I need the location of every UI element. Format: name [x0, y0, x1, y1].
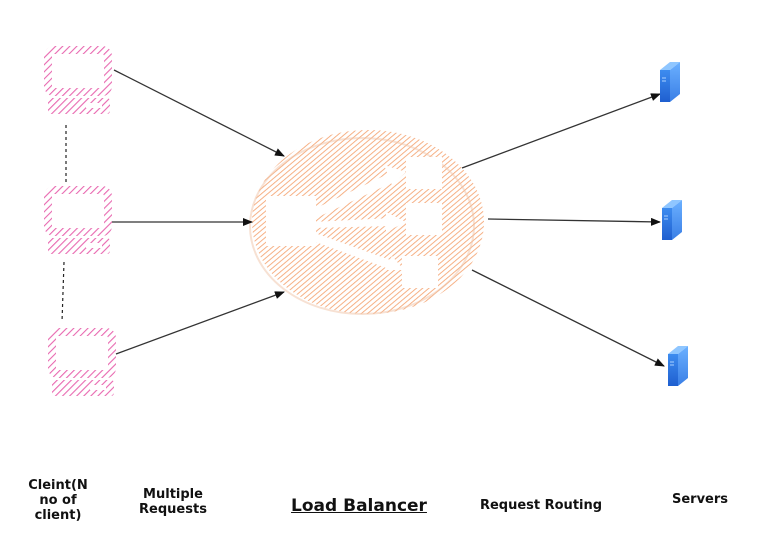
requests-label: Multiple Requests — [128, 487, 218, 517]
load-balancer-node — [249, 130, 484, 315]
request-routing-label: Request Routing — [479, 498, 603, 513]
clients-label-line: no of — [39, 493, 77, 508]
requests-label-line: Multiple — [143, 487, 203, 502]
client-ellipsis-connector — [61, 261, 65, 323]
server-icon — [667, 345, 689, 387]
clients-label-line: Cleint(N — [28, 478, 88, 493]
request-arrow-3 — [115, 291, 285, 355]
server-icon — [659, 61, 681, 103]
network-distribution-icon — [266, 157, 442, 288]
client-laptop-2 — [48, 190, 110, 254]
routing-arrow-1 — [461, 93, 661, 169]
routing-arrow-3 — [471, 269, 665, 367]
client-laptop-1 — [48, 50, 110, 114]
routing-arrow-2 — [487, 217, 661, 226]
clients-label: Cleint(N no of client) — [18, 478, 98, 523]
request-arrow-1 — [113, 69, 285, 157]
load-balancer-title: Load Balancer — [291, 496, 427, 516]
requests-label-line: Requests — [139, 502, 207, 517]
clients-label-line: client) — [34, 508, 82, 523]
client-laptop-3 — [52, 332, 114, 396]
servers-label: Servers — [671, 492, 729, 507]
server-icon — [661, 199, 683, 241]
